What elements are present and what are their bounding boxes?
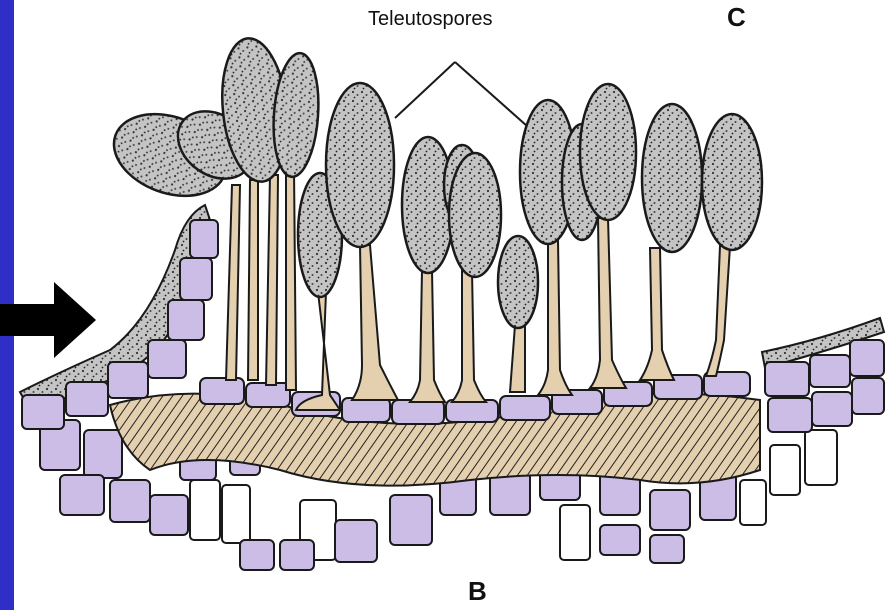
panel-letter-b: B [468, 576, 487, 607]
teleutospores-label: Teleutospores [368, 8, 493, 31]
teleutospores-leader-lines [395, 62, 527, 126]
panel-letter-c: C [727, 2, 746, 33]
arrow-right-icon [0, 280, 100, 360]
right-epidermis [762, 318, 884, 432]
